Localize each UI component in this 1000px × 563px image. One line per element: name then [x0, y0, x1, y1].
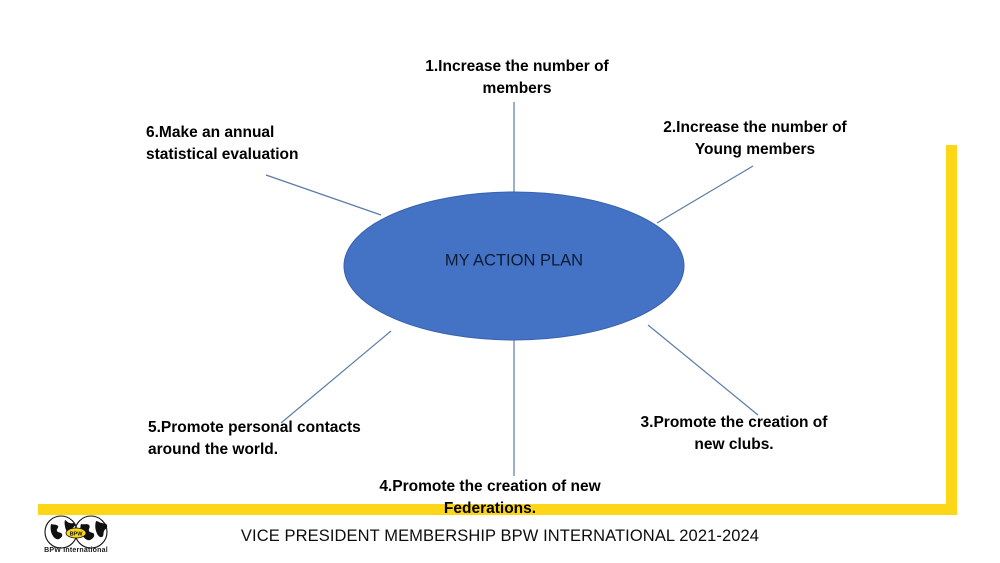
node-label-4: 4.Promote the creation of new Federation… — [379, 478, 601, 517]
node-label-6: 6.Make an annual statistical evaluation — [146, 124, 299, 163]
accent-bar-vertical — [946, 145, 957, 515]
node-label-5: 5.Promote personal contacts around the w… — [148, 419, 361, 458]
node-label-2: 2.Increase the number of Young members — [663, 119, 847, 158]
node-label-1: 1.Increase the number of members — [425, 58, 609, 97]
footer-caption: VICE PRESIDENT MEMBERSHIP BPW INTERNATIO… — [240, 527, 760, 545]
central-ellipse — [343, 191, 685, 341]
connector-line-6 — [265, 174, 382, 216]
node-label-3: 3.Promote the creation of new clubs. — [640, 414, 828, 453]
bpw-logo-icon: BPW — [44, 515, 108, 549]
connector-line-3 — [647, 324, 759, 416]
connector-line-5 — [280, 330, 392, 424]
accent-bar-horizontal — [38, 504, 957, 515]
central-ellipse-label: MY ACTION PLAN — [445, 251, 583, 269]
connector-line-2 — [656, 165, 754, 224]
svg-text:BPW: BPW — [70, 532, 84, 538]
logo-caption: BPW International — [44, 547, 108, 554]
